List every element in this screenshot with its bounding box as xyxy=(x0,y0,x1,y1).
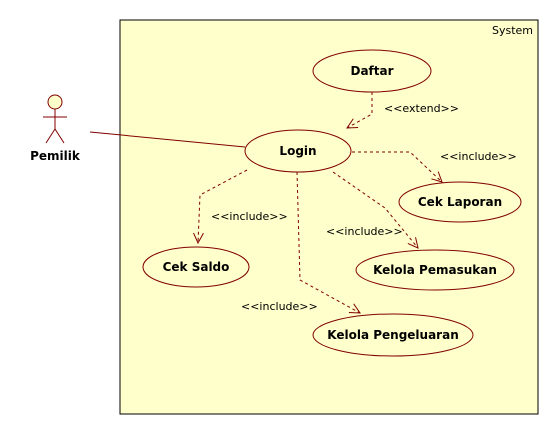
include-label-cek-laporan: <<include>> xyxy=(440,150,517,163)
include-label-kelola-pengeluaran: <<include>> xyxy=(241,300,318,313)
include-arrow-kelola-pemasukan[interactable] xyxy=(332,171,418,248)
actor-left-leg xyxy=(45,128,56,144)
include-label-kelola-pemasukan: <<include>> xyxy=(326,225,403,238)
usecase-kelola-pengeluaran[interactable]: Kelola Pengeluaran xyxy=(312,313,474,357)
include-arrow-kelola-pengeluaran[interactable] xyxy=(296,171,360,313)
extend-label: <<extend>> xyxy=(384,102,459,115)
usecase-cek-laporan-label: Cek Laporan xyxy=(418,195,502,209)
usecase-cek-laporan[interactable]: Cek Laporan xyxy=(398,181,522,223)
usecase-kelola-pengeluaran-label: Kelola Pengeluaran xyxy=(327,328,459,342)
usecase-daftar-label: Daftar xyxy=(350,64,393,78)
usecase-kelola-pemasukan-label: Kelola Pemasukan xyxy=(373,263,497,277)
usecase-login-shape xyxy=(244,129,352,173)
association-pemilik-login[interactable] xyxy=(89,131,246,148)
usecase-cek-saldo[interactable]: Cek Saldo xyxy=(142,246,250,288)
usecase-daftar[interactable]: Daftar xyxy=(312,49,432,93)
actor-pemilik[interactable]: Pemilik xyxy=(30,94,81,163)
usecase-kelola-pengeluaran-shape xyxy=(312,313,474,357)
include-arrow-cek-laporan[interactable] xyxy=(352,151,442,182)
include-arrow-cek-saldo[interactable] xyxy=(198,169,248,243)
usecase-cek-saldo-shape xyxy=(142,246,250,288)
usecase-kelola-pemasukan-shape xyxy=(355,249,515,291)
usecase-login-label: Login xyxy=(279,144,316,158)
extend-arrow-daftar[interactable] xyxy=(347,92,373,128)
include-label-cek-saldo: <<include>> xyxy=(211,210,288,223)
usecase-cek-laporan-shape xyxy=(398,181,522,223)
usecase-kelola-pemasukan[interactable]: Kelola Pemasukan xyxy=(355,249,515,291)
usecase-cek-saldo-label: Cek Saldo xyxy=(163,260,230,274)
usecase-login[interactable]: Login xyxy=(244,129,352,173)
actor-right-leg xyxy=(54,128,65,144)
actor-head xyxy=(47,94,63,110)
system-label: System xyxy=(492,24,533,37)
usecase-daftar-shape xyxy=(312,49,432,93)
actor-label: Pemilik xyxy=(30,149,81,163)
